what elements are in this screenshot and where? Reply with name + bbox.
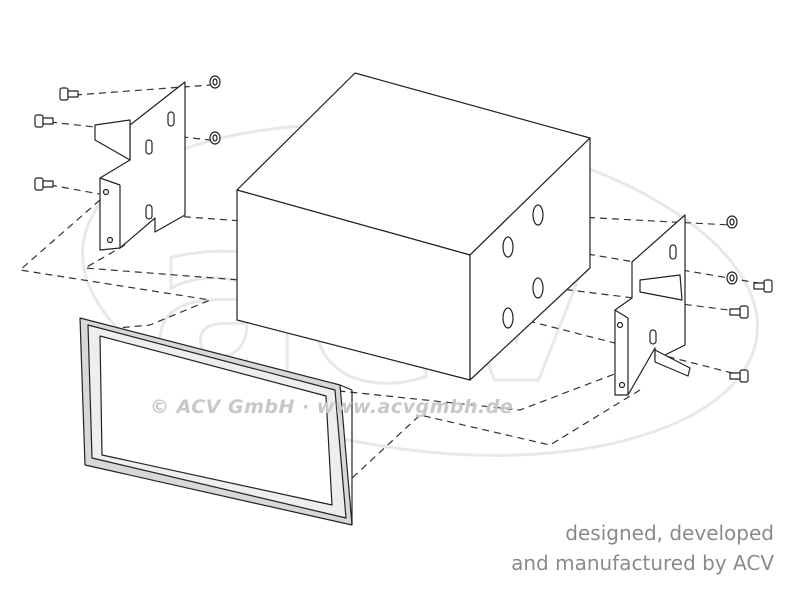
right-mounting-bracket <box>614 214 691 396</box>
screw <box>34 177 54 191</box>
copyright-watermark: © ACV GmbH · www.acvgmbh.de <box>150 396 514 418</box>
washer <box>726 271 738 285</box>
washer <box>726 215 738 229</box>
left-mounting-bracket <box>94 81 186 251</box>
tagline-line-1: designed, developed <box>565 521 774 545</box>
screw <box>34 114 54 128</box>
tagline-line-2: and manufactured by ACV <box>511 551 774 575</box>
tagline: designed, developed and manufactured by … <box>511 518 774 578</box>
screw <box>59 87 79 101</box>
radio-housing-box <box>236 72 591 381</box>
screw <box>729 305 749 319</box>
screw <box>729 369 749 383</box>
washer <box>209 131 221 145</box>
screws <box>34 75 773 383</box>
washer <box>209 75 221 89</box>
front-trim-frame <box>79 317 353 526</box>
screw <box>753 279 773 293</box>
